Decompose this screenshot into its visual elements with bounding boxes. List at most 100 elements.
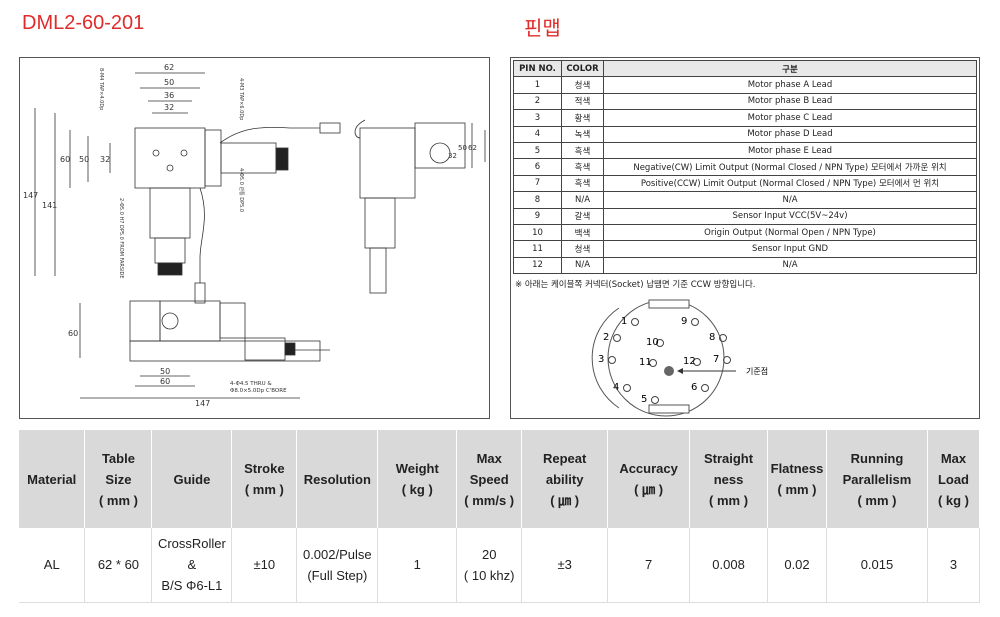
reference-point bbox=[664, 366, 674, 376]
connector-pin bbox=[656, 339, 664, 347]
pin-number: 5 bbox=[513, 141, 562, 160]
connector-pin-label: 12 bbox=[683, 356, 696, 367]
spec-value-line: AL bbox=[43, 557, 60, 573]
pin-number: 8 bbox=[513, 191, 562, 209]
spec-value-line: (Full Step) bbox=[307, 567, 368, 583]
pin-number: 7 bbox=[513, 174, 562, 193]
spec-header: Accuracy ( ㎛ ) bbox=[607, 430, 691, 528]
col-pin-no: PIN NO. bbox=[513, 59, 562, 78]
pin-color: 흑색 bbox=[561, 158, 604, 176]
spec-header-line: Resolution bbox=[303, 471, 371, 487]
spec-header-line: Weight bbox=[395, 461, 439, 476]
spec-header-line: Material bbox=[27, 471, 77, 487]
connector-pin bbox=[701, 384, 709, 392]
pin-color: 청색 bbox=[561, 76, 604, 94]
technical-drawing: 62 50 36 32 60 50 32 147 141 8-M4 TAP×4.… bbox=[19, 57, 490, 419]
pin-color: 녹색 bbox=[561, 125, 604, 143]
pin-function: Sensor Input GND bbox=[603, 240, 977, 258]
dim-62: 62 bbox=[164, 63, 174, 72]
spec-value: 20( 10 khz) bbox=[456, 528, 523, 603]
connector-pin-label: 6 bbox=[691, 382, 697, 393]
dim-32b: 32 bbox=[100, 155, 110, 164]
pin-function: N/A bbox=[603, 256, 977, 275]
pin-number: 6 bbox=[513, 158, 562, 176]
spec-value-line: ( 10 khz) bbox=[463, 567, 515, 583]
pin-function: Motor phase B Lead bbox=[603, 92, 977, 111]
connector-pin-label: 7 bbox=[713, 354, 719, 365]
spec-value-line: B/S Φ6-L1 bbox=[161, 578, 223, 594]
connector-pin bbox=[613, 334, 621, 342]
spec-value-line: ±10 bbox=[253, 557, 276, 573]
spec-header-line: ( ㎛ ) bbox=[634, 482, 664, 497]
connector-pin bbox=[649, 359, 657, 367]
connector-pin bbox=[651, 396, 659, 404]
dim-141: 141 bbox=[42, 201, 57, 210]
spec-header-line: ( mm/s ) bbox=[464, 492, 515, 508]
dim-36: 36 bbox=[164, 91, 174, 100]
dim-front-147: 147 bbox=[195, 399, 210, 408]
pin-function: Sensor Input VCC(5V~24v) bbox=[603, 207, 977, 225]
pin-color: 백색 bbox=[561, 223, 604, 242]
pin-color: N/A bbox=[561, 256, 604, 275]
connector-pin-label: 8 bbox=[709, 332, 715, 343]
spec-value: AL bbox=[19, 528, 86, 603]
dim-60: 60 bbox=[60, 155, 70, 164]
spec-header-line: Max bbox=[476, 450, 502, 466]
pin-function: Motor phase E Lead bbox=[603, 141, 977, 160]
col-description: 구분 bbox=[603, 59, 977, 78]
spec-header-line: ( ㎛ ) bbox=[550, 492, 580, 508]
note-h7: 2-Φ5.0 H7 DP5.0 FROM FARSIDE bbox=[118, 198, 124, 279]
pin-color: 청색 bbox=[561, 240, 604, 258]
spec-value: 1 bbox=[377, 528, 458, 603]
connector-pin-label: 5 bbox=[641, 394, 647, 405]
connector-pin bbox=[623, 384, 631, 392]
spec-value-line: 0.015 bbox=[860, 557, 894, 573]
note-thru45: 4-Φ4.5 THRU & bbox=[230, 381, 272, 387]
note-cbore: Φ8.0×5.0Dp C'BORE bbox=[230, 388, 287, 394]
spec-header-line: Running bbox=[850, 450, 904, 466]
spec-value-line: 0.002/Pulse bbox=[302, 546, 372, 562]
spec-value-line: 3 bbox=[949, 557, 958, 573]
dim-32: 32 bbox=[164, 103, 174, 112]
spec-value: 3 bbox=[927, 528, 981, 603]
spec-value-line: 7 bbox=[644, 557, 653, 573]
pin-number: 1 bbox=[513, 76, 562, 94]
spec-header: Weight( kg ) bbox=[377, 430, 458, 528]
pin-color: 흑색 bbox=[561, 141, 604, 160]
spec-header-line: Straight bbox=[703, 450, 754, 466]
connector-pin bbox=[608, 356, 616, 364]
spec-header-line: Accuracy bbox=[619, 461, 678, 476]
connector-pin-label: 2 bbox=[603, 332, 609, 343]
pin-function: Motor phase A Lead bbox=[603, 76, 977, 94]
reference-label: 기준점 bbox=[746, 366, 768, 376]
pin-number: 11 bbox=[513, 240, 562, 258]
note-m4: 8-M4 TAP×4.0Dp bbox=[98, 68, 104, 110]
note-m3: 4-M3 TAP×6.0Dp bbox=[238, 78, 244, 120]
spec-value-line: CrossRoller bbox=[157, 536, 226, 552]
dim-side-62: 62 bbox=[468, 144, 477, 152]
dim-front-50: 50 bbox=[160, 367, 170, 376]
dim-side-32: 32 bbox=[448, 152, 457, 160]
spec-header-line: ( kg ) bbox=[937, 492, 969, 508]
pin-number: 2 bbox=[513, 92, 562, 111]
spec-value: ±3 bbox=[521, 528, 609, 603]
model-title: DML2-60-201 bbox=[22, 12, 145, 34]
col-color: COLOR bbox=[561, 59, 604, 78]
dim-50: 50 bbox=[164, 78, 174, 87]
connector-pin bbox=[691, 318, 699, 326]
connector-pin-label: 1 bbox=[621, 316, 627, 327]
